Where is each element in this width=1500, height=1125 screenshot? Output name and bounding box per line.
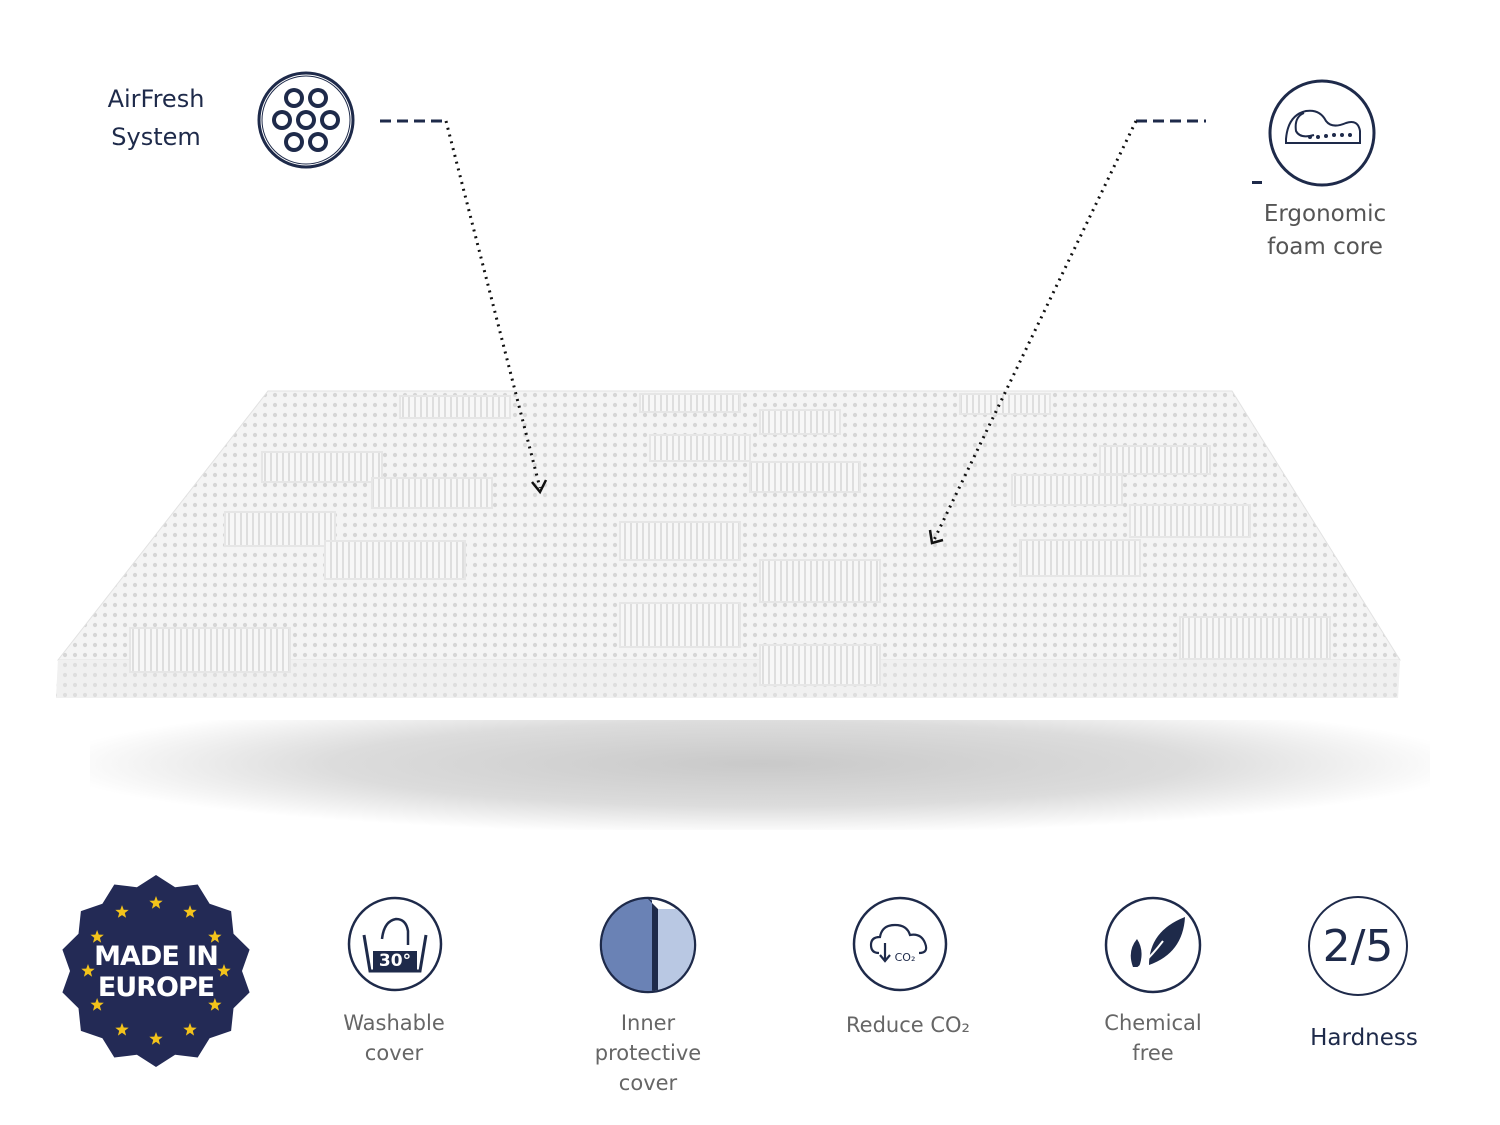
ergonomic-label-line1: Ergonomic (1263, 201, 1387, 227)
ergonomic-foam-icon (1266, 77, 1378, 194)
inner-label-line1: Inner (620, 1011, 676, 1035)
chemical-free-feature: Chemical free (1063, 895, 1243, 1068)
cloud-co2-icon: CO₂ (851, 895, 998, 998)
chemical-label-line1: Chemical (1104, 1011, 1202, 1035)
ergonomic-label-line2: foam core (1267, 234, 1383, 260)
ergonomic-dash (1252, 181, 1262, 184)
inner-cover-icon (598, 895, 738, 1000)
eu-star-icon (149, 1032, 163, 1045)
washable-label-line2: cover (364, 1041, 424, 1065)
eu-star-icon (115, 1022, 129, 1036)
leaf-icon (1103, 895, 1243, 1000)
badge-line1: MADE IN (94, 941, 219, 972)
made-in-europe-badge: MADE IN EUROPE (58, 873, 254, 1069)
airfresh-icon (256, 70, 356, 175)
hardness-value: 2/5 (1322, 920, 1394, 972)
eu-star-icon (217, 964, 231, 977)
eu-star-icon (149, 896, 163, 909)
eu-star-icon (81, 964, 95, 977)
eu-star-icon (208, 998, 222, 1011)
wash-30-icon: 30° (346, 895, 484, 998)
airfresh-label-line1: AirFresh (107, 85, 205, 113)
washable-label-line1: Washable (343, 1011, 445, 1035)
hardness-circle: 2/5 (1308, 896, 1408, 996)
wash-temp-text: 30° (379, 951, 411, 971)
co2-label-line1: Reduce CO₂ (846, 1013, 970, 1037)
eu-star-icon (183, 1022, 197, 1036)
reduce-co2-feature: CO₂ Reduce CO₂ (818, 895, 998, 1040)
eu-star-icon (183, 905, 197, 918)
badge-line2: EUROPE (97, 972, 215, 1003)
inner-label-line2: protective (594, 1041, 702, 1065)
washable-cover-feature: 30° Washable cover (304, 895, 484, 1068)
co2-icon-text: CO₂ (895, 951, 916, 964)
eu-star-icon (208, 930, 222, 943)
airfresh-label-line2: System (111, 123, 201, 151)
chemical-label-line2: free (1132, 1041, 1174, 1065)
inner-label-line3: cover (618, 1071, 678, 1095)
eu-star-icon (90, 998, 104, 1011)
inner-cover-feature: Inner protective cover (558, 895, 738, 1098)
mattress-shadow (90, 720, 1430, 830)
hardness-label: Hardness (1310, 1025, 1418, 1051)
airfresh-label: AirFresh System (90, 80, 222, 156)
eu-star-icon (90, 930, 104, 943)
eu-star-icon (115, 905, 129, 918)
ergonomic-label: Ergonomic foam core (1240, 198, 1410, 264)
